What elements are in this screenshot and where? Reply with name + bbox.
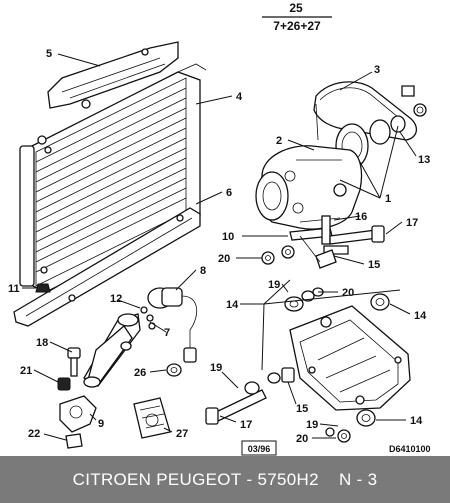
header-top-number: 25: [289, 1, 303, 15]
callout-3: 3: [374, 64, 380, 76]
lower-bracket: [13, 207, 201, 327]
seal-rings: [140, 306, 156, 330]
callout-4: 4: [236, 91, 243, 103]
footer-gap: [319, 470, 339, 490]
header-sub-numbers: 7+26+27: [273, 19, 321, 33]
compressor: [255, 145, 363, 230]
callout-15-upper: 15: [368, 259, 380, 271]
receiver-dryer: [83, 313, 141, 388]
footer-bar: CITROEN PEUGEOT - 5750H2 N - 3: [0, 456, 450, 503]
callout-8: 8: [200, 265, 206, 277]
callout-5: 5: [46, 48, 52, 60]
callout-10: 10: [222, 231, 234, 243]
top-cover-bracket: [47, 41, 179, 109]
lower-bolt-set: [205, 367, 376, 443]
callout-20-lower: 20: [296, 433, 308, 445]
callout-14-right: 14: [414, 310, 427, 322]
callout-19-upper: 19: [268, 279, 280, 291]
drain-plug: [35, 283, 51, 293]
footer-brand: CITROEN PEUGEOT: [72, 469, 242, 489]
callout-16: 16: [355, 211, 367, 223]
callout-26: 26: [134, 367, 146, 379]
callout-9: 9: [98, 418, 104, 430]
callout-21: 21: [20, 365, 32, 377]
callout-1: 1: [385, 193, 391, 205]
callout-27: 27: [176, 428, 188, 440]
date-stamp-text: 03/96: [248, 444, 271, 454]
callout-17-lower: 17: [240, 419, 252, 431]
parts-diagram: 25 7+26+27: [8, 1, 431, 456]
pressure-switch: [147, 287, 198, 363]
footer-separator: -: [241, 469, 258, 489]
callout-17-upper: 17: [406, 217, 418, 229]
callout-6: 6: [226, 187, 232, 199]
callout-20-left: 20: [218, 253, 230, 265]
callout-20-mid: 20: [342, 287, 354, 299]
callout-19-lower-left: 19: [210, 362, 222, 374]
callout-22: 22: [28, 428, 40, 440]
footer-part-number: 5750H2: [257, 469, 319, 489]
callout-7: 7: [164, 327, 170, 339]
callout-2: 2: [276, 135, 282, 147]
callout-18: 18: [36, 337, 48, 349]
lower-left-fittings: [57, 347, 97, 449]
drawing-reference: D6410100: [389, 444, 431, 454]
info-plate: [133, 397, 171, 439]
callout-11: 11: [8, 283, 20, 295]
callout-13: 13: [418, 154, 430, 166]
callout-15-lower: 15: [296, 403, 308, 415]
callout-12: 12: [110, 293, 122, 305]
compressor-bracket: [289, 305, 411, 411]
clip: [166, 363, 182, 377]
leader-lines: [22, 53, 417, 441]
callout-14-left: 14: [226, 299, 239, 311]
callout-14-lower: 14: [410, 415, 423, 427]
date-stamp: 03/96: [241, 440, 277, 456]
callout-19-lower-right: 19: [306, 419, 318, 431]
mounting-bolts: [289, 215, 385, 269]
footer-section: N - 3: [338, 469, 378, 489]
